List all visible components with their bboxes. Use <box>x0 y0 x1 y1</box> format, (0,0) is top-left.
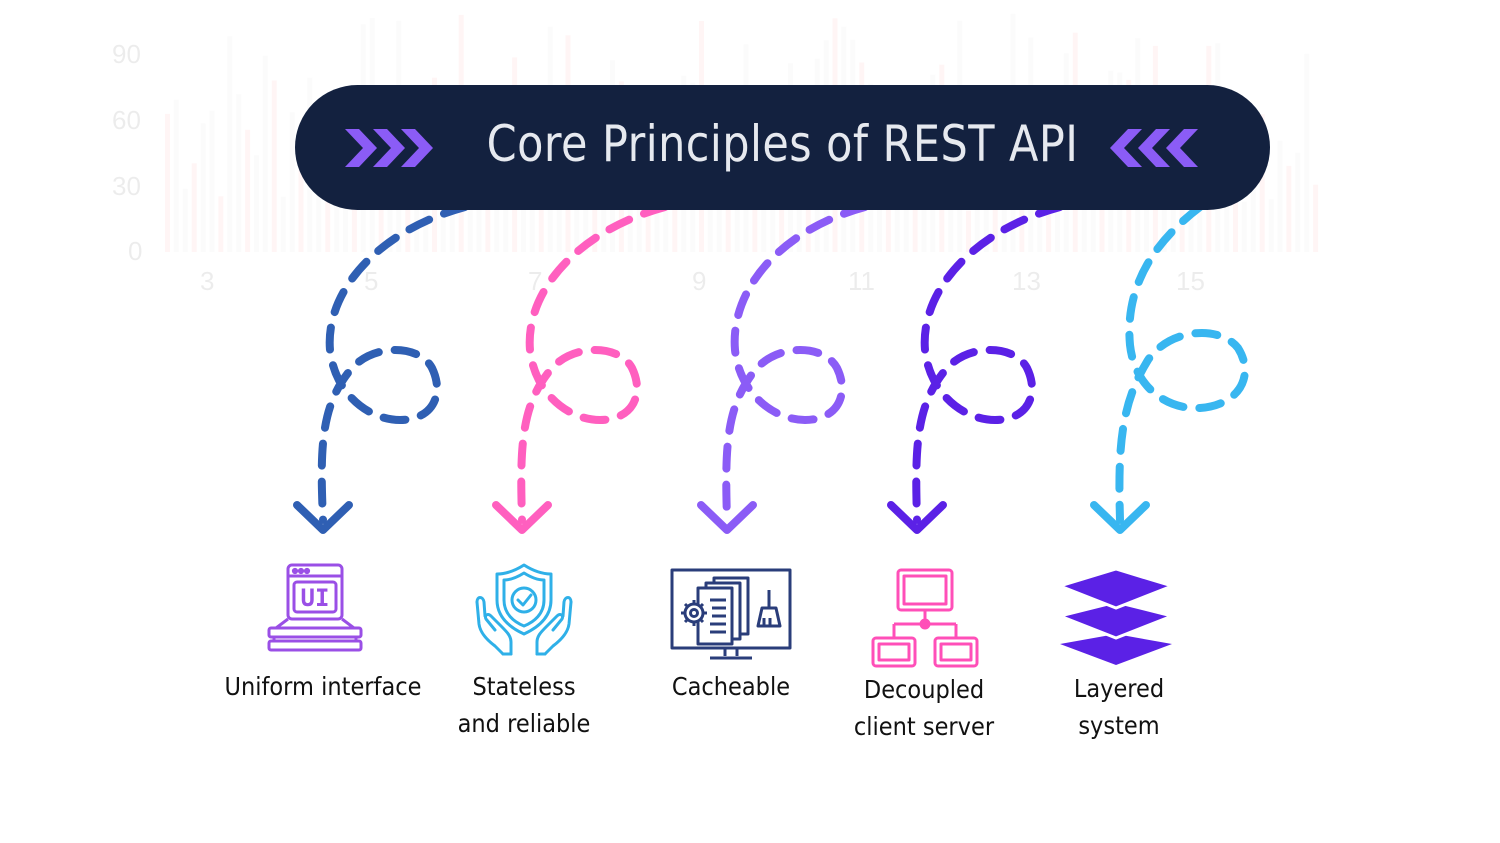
bg-bar <box>654 194 660 252</box>
arrowhead-5 <box>1090 501 1150 534</box>
bg-bar <box>503 181 509 252</box>
shield-check-hands-icon <box>475 563 573 656</box>
bg-bar <box>262 55 268 253</box>
bg-bar <box>1268 199 1274 252</box>
bg-bar <box>966 210 971 252</box>
bg-bar <box>218 196 224 252</box>
network-nodes-icon <box>871 568 979 668</box>
bg-xtick-11: 11 <box>848 266 875 296</box>
bg-bar <box>236 94 242 252</box>
bg-ytick-30: 30 <box>112 171 141 201</box>
principle-4-line-1: Decoupled <box>863 675 985 704</box>
chevrons-left-icon <box>1110 129 1198 167</box>
bg-bar <box>1001 194 1007 252</box>
principle-4-line-2: client server <box>853 712 995 741</box>
bg-bar <box>378 187 384 252</box>
bg-bar <box>1259 114 1265 252</box>
principle-label-cacheable: Cacheable <box>623 668 839 705</box>
principle-label-uniform-interface: Uniform interface <box>215 668 431 705</box>
bg-bar <box>173 99 179 252</box>
chevrons-right-icon <box>345 129 433 167</box>
bg-ytick-0: 0 <box>128 236 142 266</box>
ui-icon-text: UI <box>301 584 330 612</box>
bg-bar <box>1250 156 1256 252</box>
bg-bar <box>254 155 259 252</box>
principle-5-line-1: Layered <box>1073 674 1165 703</box>
dashed-arrow-5 <box>1115 203 1249 524</box>
bg-bar <box>316 180 322 252</box>
bg-bar <box>289 112 295 252</box>
bg-bar <box>538 196 544 252</box>
bg-xtick-3: 3 <box>200 266 214 296</box>
dashed-arrow-1 <box>317 203 469 524</box>
bg-bar <box>796 185 802 252</box>
principle-label-decoupled: Decoupled client server <box>816 671 1032 745</box>
arrowhead-4 <box>887 501 947 534</box>
bg-bar <box>663 202 669 252</box>
dashed-arrow-4 <box>912 203 1064 524</box>
bg-bar <box>1277 140 1283 252</box>
bg-ytick-60: 60 <box>112 105 141 135</box>
principle-2-line-1: Stateless <box>472 672 576 701</box>
arrowhead-2 <box>492 501 552 534</box>
bg-bar <box>343 176 348 252</box>
bg-bar <box>405 174 411 252</box>
ui-layers-icon: UI <box>267 563 363 652</box>
bg-bar <box>298 165 304 252</box>
bg-bar <box>1295 152 1301 252</box>
bg-bar <box>1090 207 1096 252</box>
bg-bar <box>271 80 277 252</box>
bg-bar <box>1055 187 1060 252</box>
bg-bar <box>1224 182 1230 252</box>
bg-bar <box>209 110 215 252</box>
bg-bar <box>1241 201 1247 252</box>
bg-xtick-9: 9 <box>692 266 706 296</box>
dashed-arrow-3 <box>722 203 869 524</box>
dashed-arrow-2 <box>517 203 669 524</box>
bg-bar <box>227 36 233 253</box>
arrowhead-3 <box>697 501 757 534</box>
monitor-cache-icon <box>670 568 792 660</box>
principle-3-line-1: Cacheable <box>671 672 791 701</box>
bg-bar <box>351 202 357 252</box>
bg-bar <box>191 163 197 252</box>
bg-bar <box>245 129 251 252</box>
bg-bar <box>1313 184 1319 252</box>
principle-2-line-2: and reliable <box>457 709 591 738</box>
bg-bar <box>912 169 918 252</box>
bg-bar <box>200 123 206 253</box>
bg-bar <box>1304 53 1310 253</box>
bg-bar <box>1099 181 1105 252</box>
bg-bar <box>165 113 170 253</box>
bg-bar <box>1170 204 1176 252</box>
bg-bar <box>885 207 891 252</box>
principle-1-line-1: Uniform interface <box>224 672 422 701</box>
page-title: Core Principles of REST API <box>486 115 1079 173</box>
bg-xtick-15: 15 <box>1176 266 1205 296</box>
bg-bar <box>1161 178 1167 252</box>
arrowhead-1 <box>293 501 353 534</box>
stacked-layers-icon <box>1058 568 1174 665</box>
bg-xtick-7: 7 <box>528 266 542 296</box>
bg-ytick-90: 90 <box>112 39 141 69</box>
principle-label-stateless: Stateless and reliable <box>416 668 632 742</box>
bg-bar <box>182 188 188 252</box>
title-banner: Core Principles of REST API <box>295 85 1270 210</box>
bg-bar <box>1286 165 1292 252</box>
principle-5-line-2: system <box>1078 711 1160 740</box>
bg-xtick-13: 13 <box>1012 266 1041 296</box>
bg-bar <box>280 196 286 252</box>
principle-label-layered: Layered system <box>1011 670 1227 744</box>
bg-xtick-5: 5 <box>364 266 378 296</box>
bg-bar <box>1188 207 1194 252</box>
